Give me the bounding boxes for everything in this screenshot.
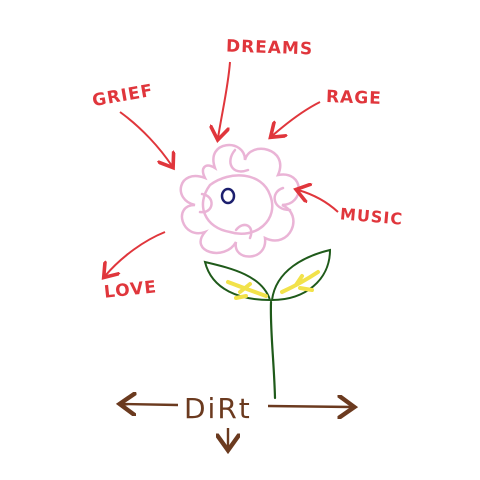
flower-center: [220, 187, 236, 205]
arrow-dirt-left: [122, 404, 179, 405]
right-leaf: [270, 248, 332, 302]
arrow-love: [105, 231, 166, 276]
label-rage: RAGE: [325, 87, 383, 109]
arrow-dirt-right: [267, 406, 352, 407]
stem: [269, 300, 277, 400]
arrow-grief: [119, 111, 172, 166]
arrow-dreams: [218, 61, 231, 138]
left-leaf: [203, 260, 272, 302]
arrow-music: [298, 190, 339, 213]
label-dirt: DiRt: [184, 392, 252, 425]
arrow-rage: [272, 101, 321, 136]
label-dreams: DREAMS: [225, 36, 314, 60]
flower-petals: [179, 143, 300, 258]
